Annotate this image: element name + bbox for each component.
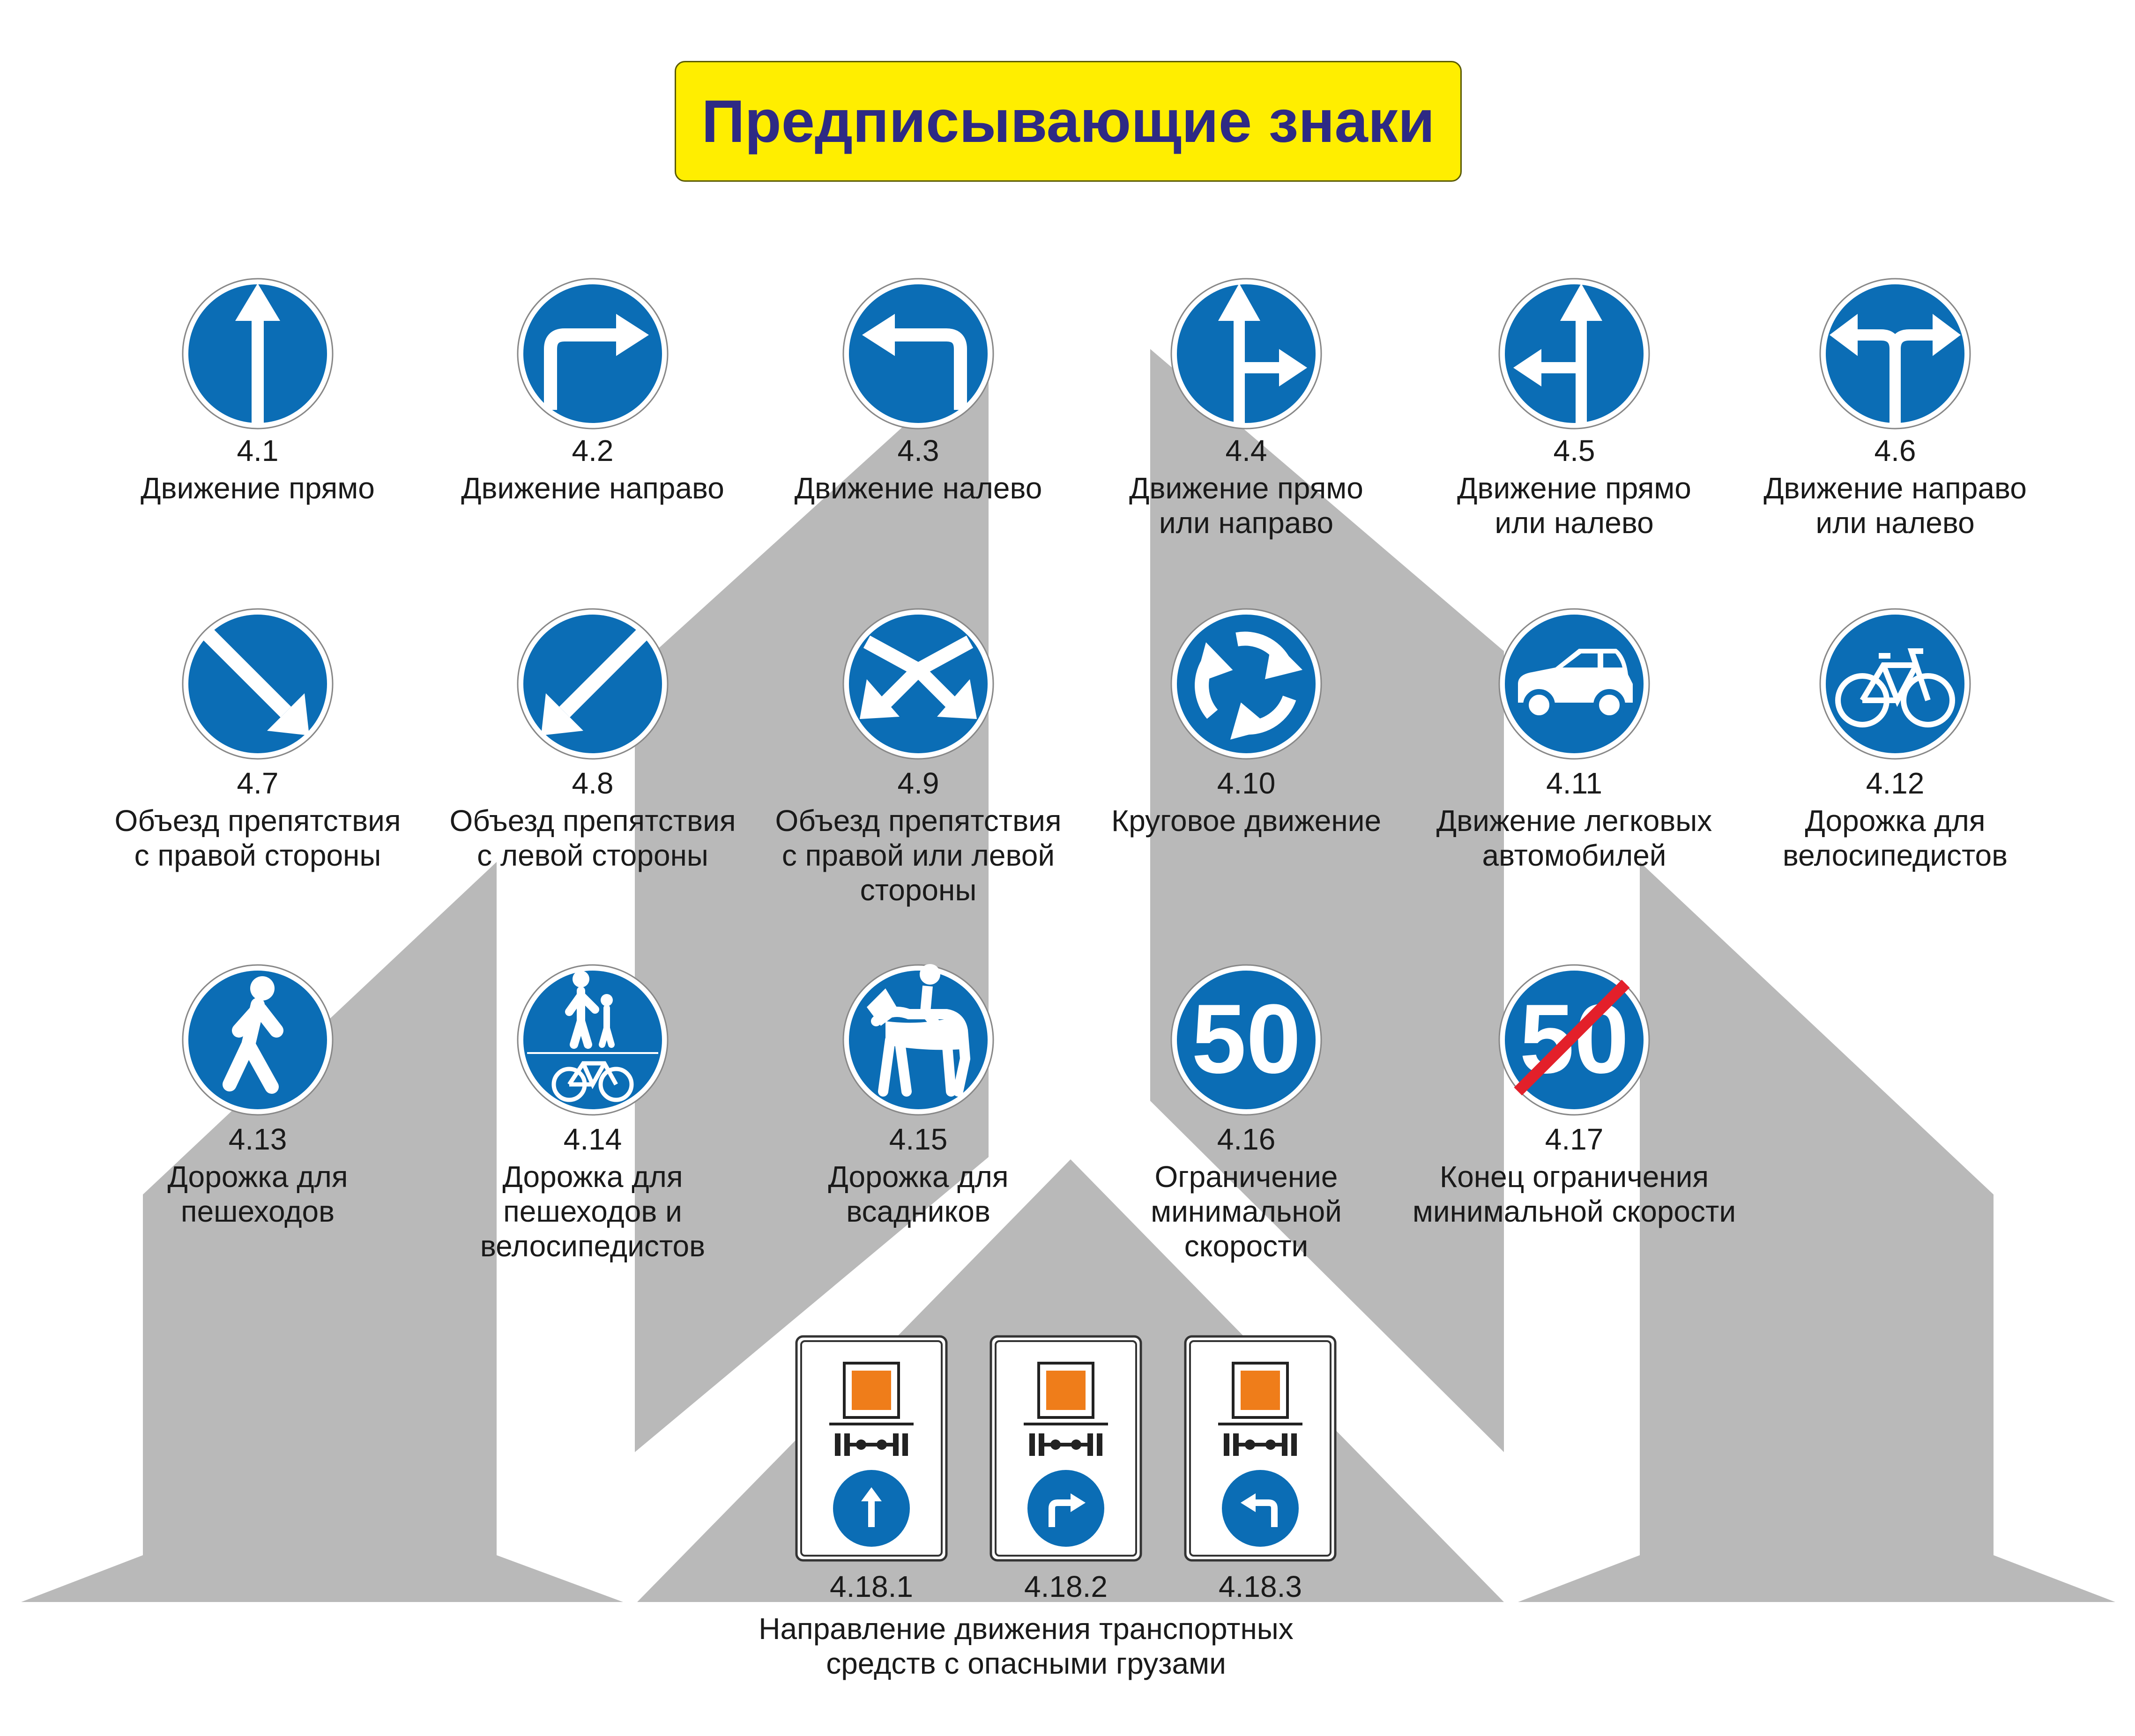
sign-arrow-right-turn-icon	[517, 278, 669, 430]
sign-arrow-down-both-icon	[842, 608, 994, 760]
sign-caption: Конец ограничения минимальной скорости	[1412, 1160, 1736, 1228]
sign-end-min-speed-icon: 50	[1498, 964, 1650, 1116]
sign-number: 4.16	[1217, 1122, 1276, 1156]
sign-number: 4.14	[563, 1122, 622, 1156]
sign-number: 4.11	[1546, 766, 1602, 800]
sign-bicycle-icon	[1819, 608, 1971, 760]
sign-number: 4.12	[1866, 766, 1925, 800]
svg-text:50: 50	[1191, 984, 1301, 1094]
sign-pedestrian-bicycle-icon	[517, 964, 669, 1116]
sign-number: 4.3	[897, 434, 939, 467]
sign-caption: Объезд препятствия с левой стороны	[449, 804, 736, 872]
sign-hazard-left-icon	[1184, 1335, 1337, 1562]
sign-arrow-right-left-icon	[1819, 278, 1971, 430]
sign-hazard-right-icon	[989, 1335, 1142, 1562]
sign-number: 4.13	[228, 1122, 287, 1156]
sign-caption: Движение направо	[461, 471, 724, 505]
sign-number: 4.1	[237, 434, 279, 467]
sign-roundabout-icon	[1170, 608, 1322, 760]
sign-number: 4.6	[1874, 434, 1916, 467]
sign-pedestrian-icon	[182, 964, 334, 1116]
sign-caption: Объезд препятствия с правой стороны	[114, 804, 401, 872]
sign-number: 4.15	[889, 1122, 948, 1156]
sign-arrow-down-right-icon	[182, 608, 334, 760]
sign-caption: Дорожка для пешеходов и велосипедистов	[480, 1160, 706, 1263]
sign-caption: Объезд препятствия с правой или левой ст…	[775, 804, 1062, 907]
sign-min-speed-icon: 50	[1170, 964, 1322, 1116]
sign-caption: Движение направо или налево	[1763, 471, 2027, 540]
sign-caption: Ограничение минимальной скорости	[1151, 1160, 1342, 1263]
sign-hazard-straight-icon	[795, 1335, 948, 1562]
sign-caption: Дорожка для велосипедистов	[1782, 804, 2008, 872]
sign-arrow-straight-right-icon	[1170, 278, 1322, 430]
sign-caption: Движение прямо или налево	[1457, 471, 1691, 540]
page-title: Предписывающие знаки	[701, 88, 1435, 155]
sign-number: 4.4	[1225, 434, 1267, 467]
sign-horse-rider-icon	[842, 964, 994, 1116]
sign-caption: Дорожка для пешеходов	[167, 1160, 348, 1228]
sign-caption: Круговое движение	[1111, 804, 1382, 838]
sign-arrow-straight-icon	[182, 278, 334, 430]
sign-arrow-down-left-icon	[517, 608, 669, 760]
sign-caption: Движение прямо	[141, 471, 375, 505]
hazard-sign-number: 4.18.3	[1219, 1570, 1302, 1603]
sign-number: 4.5	[1553, 434, 1595, 467]
sign-number: 4.8	[572, 766, 614, 800]
sign-caption: Движение легковых автомобилей	[1436, 804, 1712, 872]
hazard-caption: Направление движения транспортных средст…	[759, 1612, 1294, 1680]
sign-caption: Движение прямо или направо	[1129, 471, 1363, 540]
sign-car-icon	[1498, 608, 1650, 760]
hazard-sign-number: 4.18.1	[830, 1570, 913, 1603]
sign-number: 4.10	[1217, 766, 1276, 800]
sign-arrow-straight-left-icon	[1498, 278, 1650, 430]
sign-number: 4.2	[572, 434, 614, 467]
sign-caption: Дорожка для всадников	[828, 1160, 1009, 1228]
sign-number: 4.17	[1545, 1122, 1604, 1156]
page-title-banner: Предписывающие знаки	[675, 61, 1462, 182]
sign-arrow-left-turn-icon	[842, 278, 994, 430]
sign-caption: Движение налево	[794, 471, 1042, 505]
sign-number: 4.9	[897, 766, 939, 800]
sign-number: 4.7	[237, 766, 279, 800]
hazard-sign-number: 4.18.2	[1024, 1570, 1108, 1603]
